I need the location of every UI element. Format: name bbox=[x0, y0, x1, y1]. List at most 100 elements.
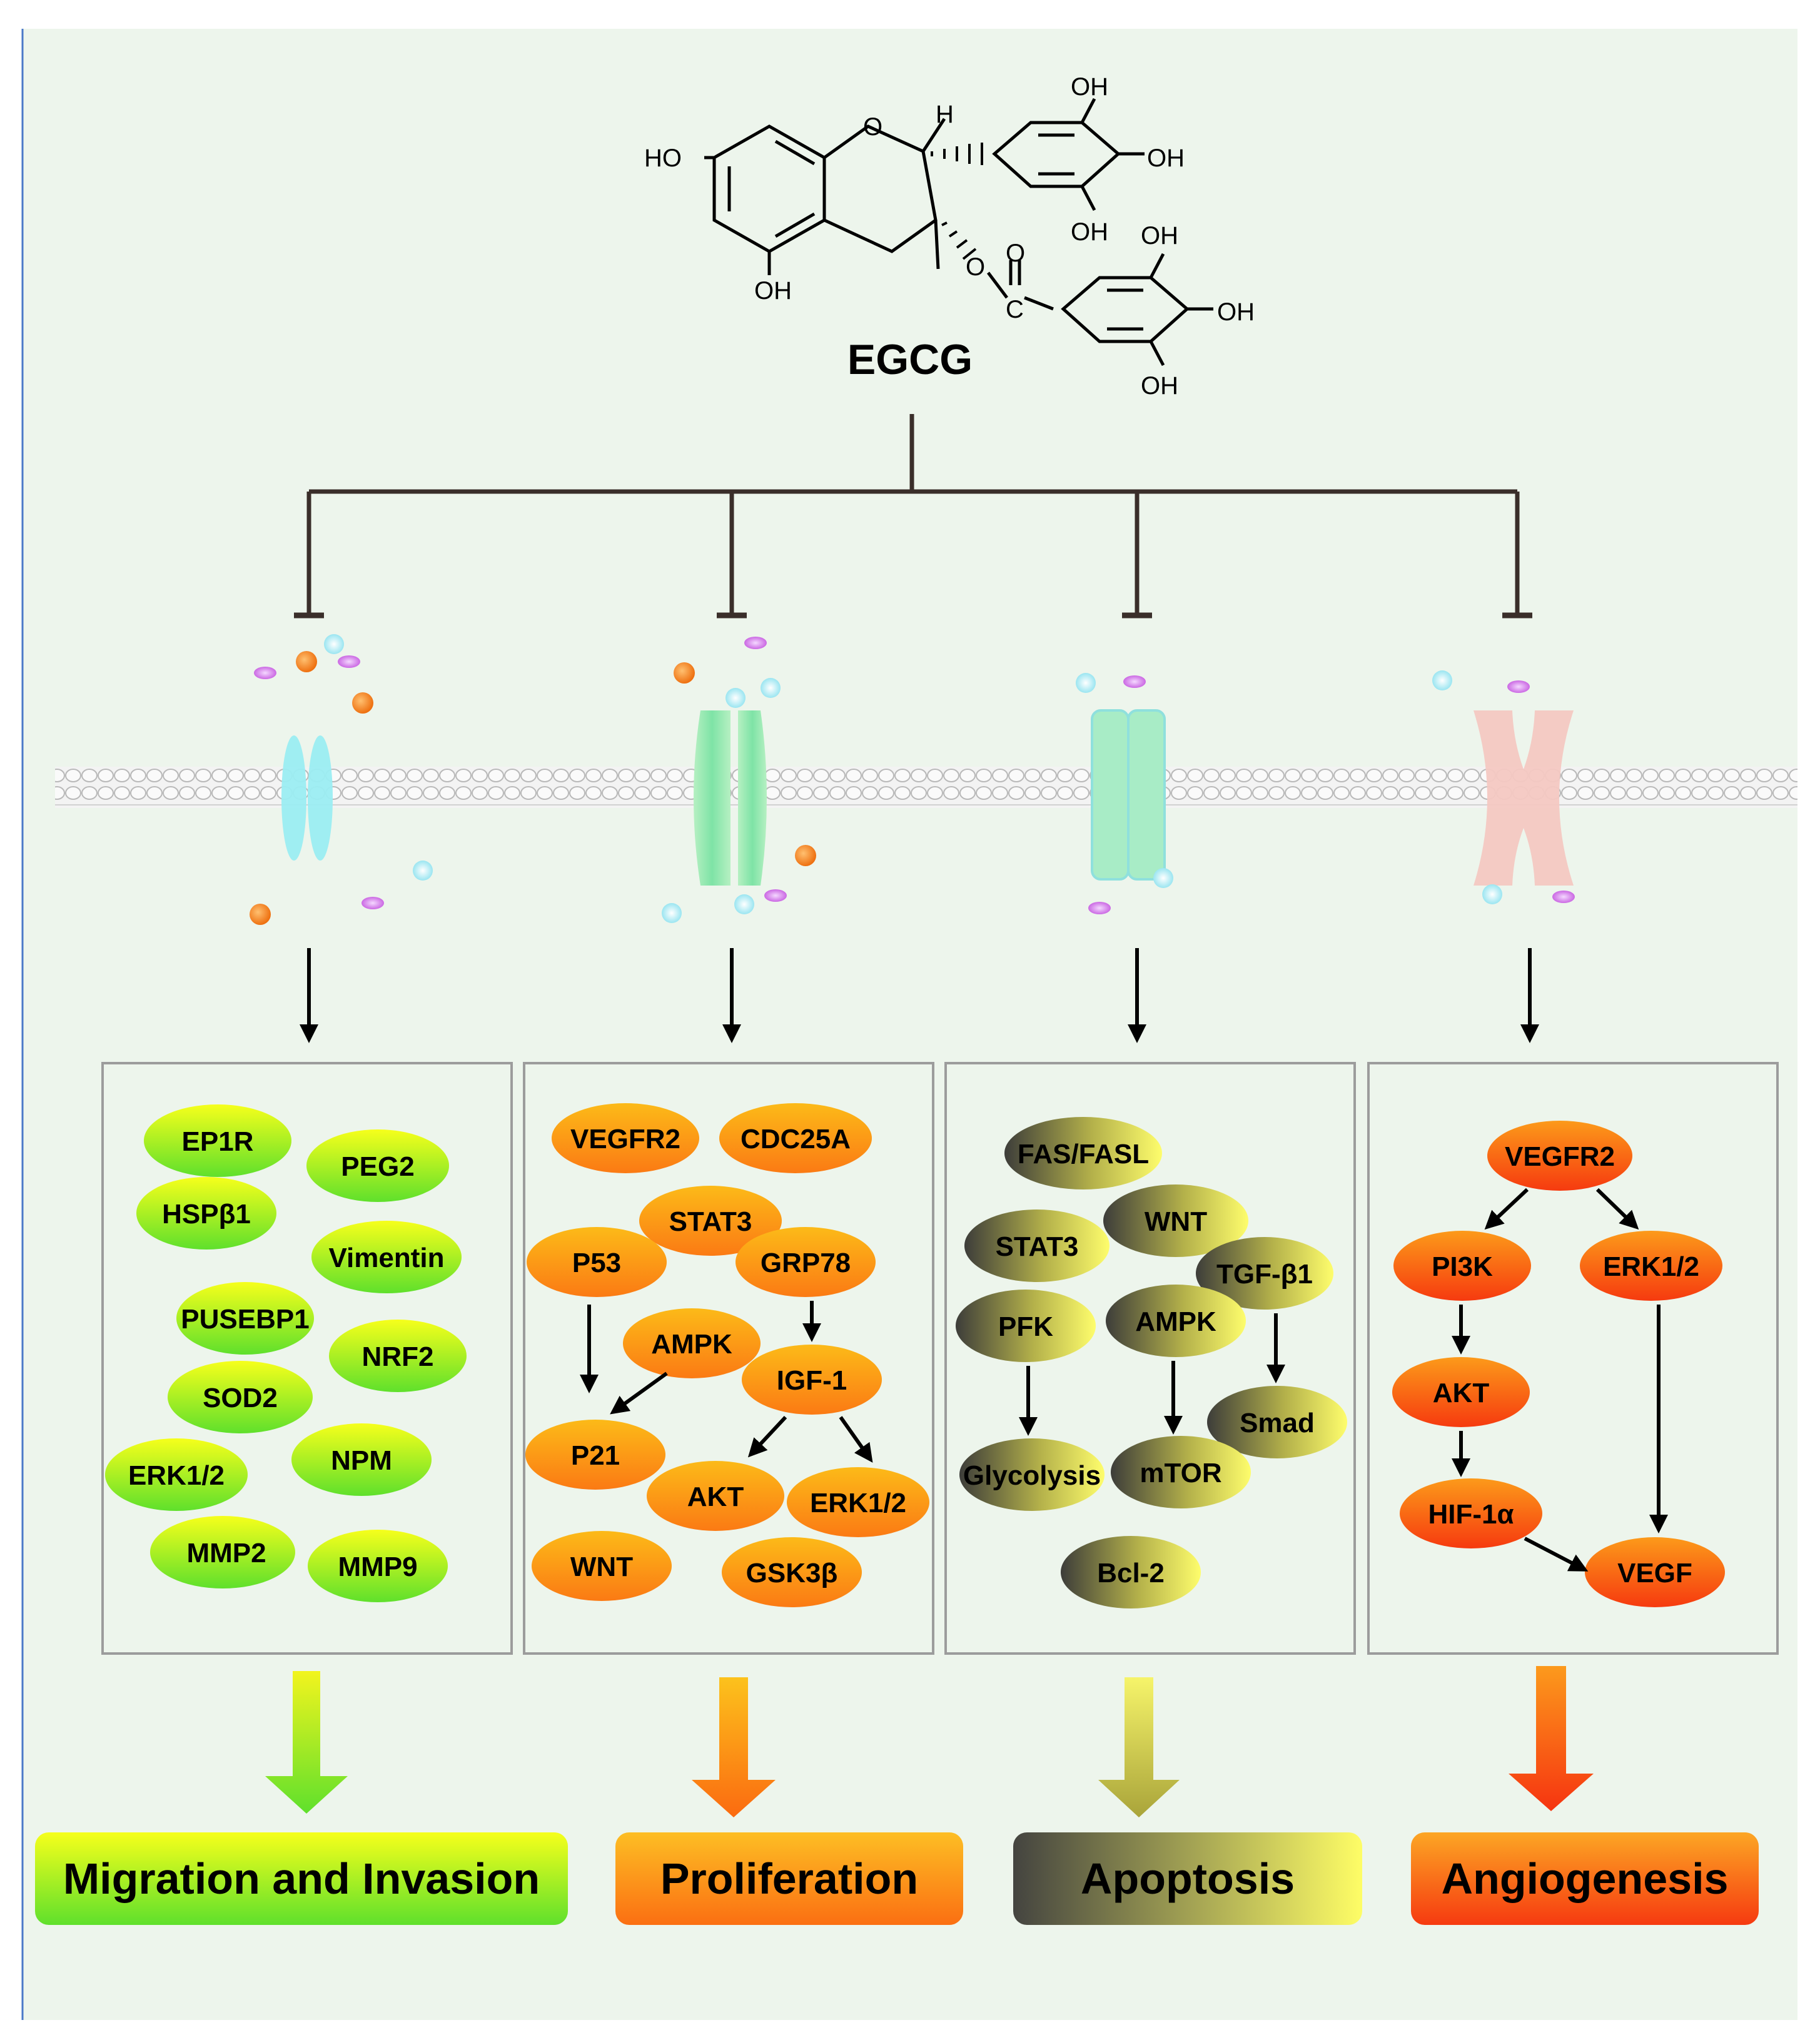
outcome-arrow-proliferation bbox=[692, 1677, 776, 1817]
node-label: Bcl-2 bbox=[1097, 1558, 1165, 1588]
ion-purple bbox=[254, 667, 276, 679]
oh-label: OH bbox=[754, 277, 792, 305]
oh-label: OH bbox=[1071, 218, 1108, 246]
panel-box-angiogenesis bbox=[1367, 1062, 1779, 1655]
ion-purple bbox=[1123, 675, 1146, 688]
outcome-arrows bbox=[265, 1666, 1594, 1817]
node-smad: Smad bbox=[1207, 1386, 1347, 1458]
node-p21: P21 bbox=[525, 1420, 665, 1490]
node-label: PFK bbox=[998, 1311, 1053, 1342]
ion-orange bbox=[352, 692, 373, 714]
inhibition-tree bbox=[294, 414, 1532, 619]
ring-a-double-bond-2 bbox=[774, 212, 816, 238]
node-pi3k: PI3K bbox=[1393, 1231, 1531, 1301]
outcome-label: Migration and Invasion bbox=[63, 1854, 540, 1903]
node-grp78: GRP78 bbox=[736, 1227, 876, 1297]
outcome-box-angiogenesis bbox=[1411, 1832, 1759, 1925]
outcome-arrow-apoptosis bbox=[1098, 1677, 1180, 1817]
node-label: NRF2 bbox=[362, 1341, 434, 1372]
ion-cyan bbox=[1153, 868, 1173, 888]
hashed-bond-b bbox=[931, 143, 983, 165]
ion-cyan bbox=[1076, 673, 1096, 693]
panel-apoptosis-arrows bbox=[1019, 1313, 1285, 1436]
carbonyl-oxygen-label: O bbox=[1006, 240, 1025, 267]
outcome-box-apoptosis bbox=[1013, 1832, 1362, 1925]
hydrogen-label: H bbox=[936, 101, 954, 128]
node-label: Vimentin bbox=[328, 1243, 444, 1273]
arrow-hif1a-vegf bbox=[1524, 1537, 1589, 1572]
node-pusebp1: PUSEBP1 bbox=[176, 1282, 314, 1355]
arrow-igf1-erk bbox=[839, 1416, 873, 1463]
node-label: HIF-1α bbox=[1428, 1499, 1514, 1530]
node-label: STAT3 bbox=[996, 1231, 1079, 1262]
panel-apoptosis-nodes: FAS/FASL WNT STAT3 TGF-β1 PFK AMPK Smad … bbox=[956, 1117, 1347, 1608]
node-label: PEG2 bbox=[341, 1151, 414, 1182]
ion-purple bbox=[361, 897, 384, 909]
methyl-bond bbox=[934, 220, 940, 270]
ester-o-c bbox=[987, 271, 1008, 299]
channel-2 bbox=[694, 710, 767, 886]
node-wnt: WNT bbox=[1103, 1184, 1248, 1257]
channel-3-right bbox=[1127, 709, 1166, 881]
node-hif1a: HIF-1α bbox=[1400, 1478, 1542, 1548]
node-label: CDC25A bbox=[741, 1124, 851, 1154]
node-cdc25a: CDC25A bbox=[719, 1103, 872, 1173]
ring-oxygen-label: O bbox=[863, 113, 882, 141]
panel-migration-nodes: EP1R PEG2 HSPβ1 Vimentin PUSEBP1 NRF2 SO… bbox=[105, 1104, 467, 1602]
channel-2-right bbox=[738, 710, 767, 886]
oh-label: OH bbox=[1141, 222, 1178, 250]
node-label: MMP2 bbox=[186, 1538, 266, 1568]
node-label: AMPK bbox=[651, 1329, 732, 1360]
ho-label: HO bbox=[644, 144, 682, 172]
channel-4 bbox=[1474, 710, 1574, 886]
node-label: WNT bbox=[1145, 1206, 1207, 1237]
node-stat3: STAT3 bbox=[964, 1209, 1110, 1282]
node-vimentin: Vimentin bbox=[311, 1221, 462, 1293]
membrane-arrows bbox=[300, 948, 1539, 1043]
ion-cyan bbox=[734, 894, 754, 914]
arrow-ampk-p21 bbox=[610, 1371, 668, 1415]
node-label: HSPβ1 bbox=[162, 1199, 251, 1230]
ion-orange bbox=[296, 651, 317, 672]
node-fas-fasl: FAS/FASL bbox=[1004, 1117, 1162, 1189]
node-gsk3b: GSK3β bbox=[722, 1537, 862, 1607]
oh-label: OH bbox=[1217, 298, 1255, 326]
ring-d-oh-bottom bbox=[1149, 340, 1165, 366]
node-label: ERK1/2 bbox=[128, 1460, 225, 1491]
node-label: GSK3β bbox=[746, 1558, 838, 1588]
panel-box-apoptosis bbox=[944, 1062, 1356, 1655]
node-label: PUSEBP1 bbox=[181, 1304, 309, 1335]
node-label: TGF-β1 bbox=[1216, 1259, 1313, 1290]
ion-purple bbox=[744, 637, 767, 649]
ion-cyan bbox=[1432, 670, 1452, 690]
hashed-bond-ester bbox=[941, 221, 977, 260]
oh-label: OH bbox=[1141, 372, 1178, 400]
oh-label: OH bbox=[1147, 144, 1185, 172]
carbonyl-carbon-label: C bbox=[1006, 296, 1024, 323]
channel-1-left bbox=[281, 735, 306, 861]
outcome-label: Apoptosis bbox=[1081, 1854, 1295, 1903]
node-label: FAS/FASL bbox=[1018, 1139, 1149, 1169]
panel-boxes bbox=[101, 1062, 1779, 1655]
node-akt: AKT bbox=[1392, 1357, 1530, 1427]
ring-b-oh-bottom bbox=[1080, 185, 1096, 211]
panel-box-migration bbox=[101, 1062, 513, 1655]
node-label: STAT3 bbox=[669, 1206, 752, 1237]
ion-purple bbox=[764, 889, 787, 902]
node-mmp9: MMP9 bbox=[308, 1530, 448, 1602]
node-label: NPM bbox=[331, 1445, 392, 1476]
panel-angiogenesis-nodes: VEGFR2 PI3K ERK1/2 AKT HIF-1α VEGF bbox=[1392, 1121, 1725, 1607]
ring-c bbox=[823, 124, 938, 253]
node-hsp-beta1: HSPβ1 bbox=[136, 1177, 276, 1250]
panel-proliferation-nodes: VEGFR2 CDC25A STAT3 P53 GRP78 AMPK IGF-1… bbox=[525, 1103, 929, 1607]
node-label: SOD2 bbox=[203, 1383, 278, 1413]
node-label: VEGF bbox=[1617, 1558, 1692, 1588]
node-stat3: STAT3 bbox=[639, 1186, 782, 1256]
node-mtor: mTOR bbox=[1111, 1436, 1251, 1508]
node-label: VEGFR2 bbox=[1505, 1141, 1615, 1172]
node-label: Smad bbox=[1240, 1408, 1315, 1438]
node-label: GRP78 bbox=[761, 1248, 851, 1278]
channel-3-left bbox=[1091, 709, 1130, 881]
ring-d-oh-top bbox=[1149, 253, 1165, 279]
